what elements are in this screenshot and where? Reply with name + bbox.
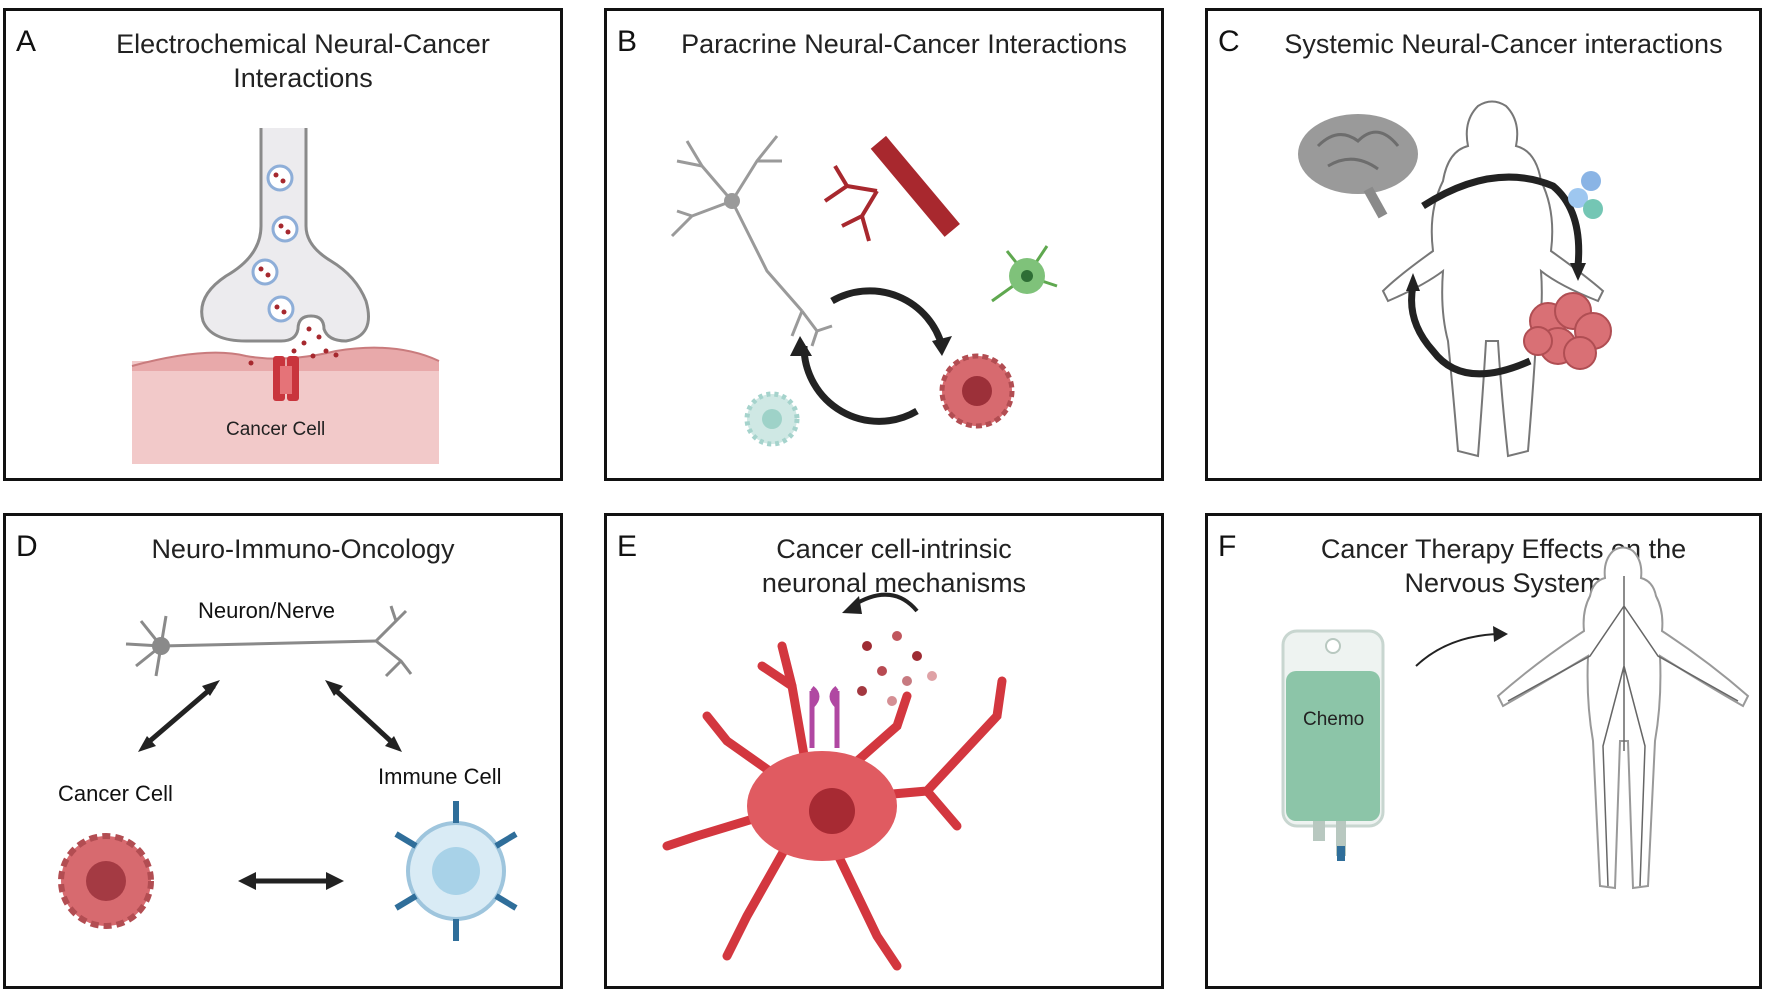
- tumor-cells: [1523, 292, 1612, 370]
- cell-nucleus: [809, 788, 855, 834]
- panel-a-letter: A: [16, 25, 37, 58]
- synapse-illustration: [131, 128, 440, 464]
- panel-c: C Systemic Neural-Cancer interactions: [1205, 8, 1762, 481]
- panel-d-letter: D: [16, 530, 38, 563]
- systemic-illustration: [1298, 100, 1612, 458]
- synaptic-vesicles: [251, 164, 299, 323]
- panel-e-title: Cancer cell-intrinsic neuronal mechanism…: [761, 534, 1027, 598]
- panel-f-letter: F: [1218, 530, 1237, 563]
- panel-a-cancer-cell-label: Cancer Cell: [226, 419, 326, 440]
- human-nervous-system: [1496, 546, 1750, 890]
- therapy-illustration: [1281, 546, 1750, 890]
- receptors: [809, 686, 840, 748]
- intrinsic-mechanism-illustration: [662, 592, 1007, 971]
- panel-c-letter: C: [1218, 25, 1240, 58]
- panel-a: A Electrochemical Neural-Cancer Interact…: [3, 8, 563, 481]
- panel-c-title: Systemic Neural-Cancer interactions: [1284, 29, 1723, 59]
- iv-bag: [1281, 629, 1385, 861]
- panel-b: B Paracrine Neural-Cancer Interactions: [604, 8, 1164, 481]
- paracrine-illustration: [670, 135, 1058, 447]
- ligands: [857, 631, 937, 706]
- panel-e-letter: E: [617, 530, 638, 563]
- neuron: [670, 135, 833, 347]
- panel-a-title: Electrochemical Neural-Cancer Interactio…: [116, 29, 490, 93]
- curved-arrow: [850, 592, 919, 613]
- neuron-nerve: [125, 605, 413, 678]
- interaction-arrows: [142, 684, 398, 884]
- panel-e: E Cancer cell-intrinsic neuronal mechani…: [604, 513, 1164, 989]
- panel-d-title: Neuro-Immuno-Oncology: [151, 534, 455, 564]
- brain: [1298, 114, 1418, 219]
- immune-cell: [744, 391, 800, 447]
- cycle-arrows: [800, 287, 946, 425]
- cancer-cell-icon: [58, 833, 154, 929]
- blood-vessel: [870, 135, 960, 237]
- immune-cell-label: Immune Cell: [378, 764, 502, 789]
- cancer-cell-label: Cancer Cell: [58, 781, 173, 806]
- chemo-label: Chemo: [1303, 709, 1365, 730]
- panel-d: D Neuro-Immuno-Oncology: [3, 513, 563, 989]
- immune-cells: [1568, 171, 1603, 219]
- neuron-soma: [724, 193, 740, 209]
- neuron-nerve-label: Neuron/Nerve: [198, 598, 335, 623]
- systemic-cycle-arrows: [1408, 173, 1583, 378]
- panel-f-title: Cancer Therapy Effects on the Nervous Sy…: [1320, 534, 1687, 598]
- glial-cell: [991, 245, 1058, 303]
- human-body: [1381, 100, 1605, 458]
- ion-channel: [273, 356, 299, 401]
- cancer-cell: [939, 353, 1015, 429]
- panel-b-letter: B: [617, 25, 638, 58]
- immune-cell-icon: [394, 801, 518, 941]
- panel-b-title: Paracrine Neural-Cancer Interactions: [681, 29, 1127, 59]
- panel-f: F Cancer Therapy Effects on the Nervous …: [1205, 513, 1762, 989]
- neuro-immuno-illustration: [58, 605, 518, 941]
- therapy-arrow: [1415, 633, 1499, 667]
